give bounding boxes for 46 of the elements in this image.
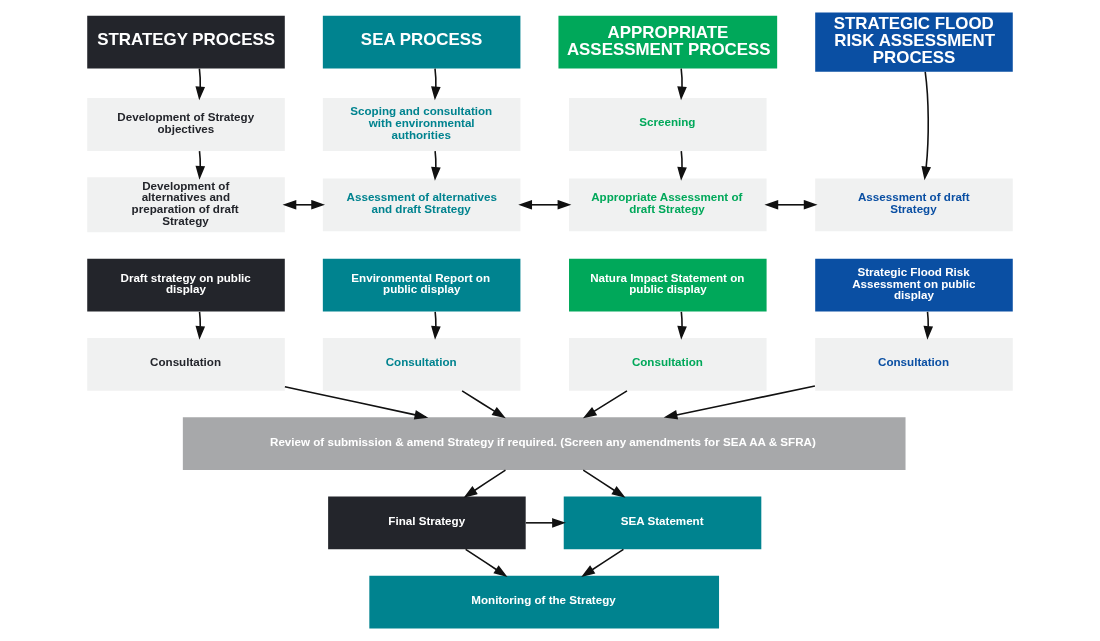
node-box: Strategic Flood Risk Assessment on public display [815,258,1013,312]
arrow [195,311,206,340]
arrow [195,67,206,101]
node-box: Consultation [569,337,767,391]
node-box: Development of Strategy objectives [87,98,285,151]
arrow [431,311,441,340]
node-box: Scoping and consultation with environmental authorities [322,98,521,151]
node-box: Appropriate Assessment of draft Strategy [569,178,767,232]
arrow [464,548,508,577]
node-box: Consultation [815,337,1013,391]
node-box: Natura Impact Statement on public display [569,258,767,312]
node-box: STRATEGY PROCESS [87,15,285,69]
node-box: Assessment of alternatives and draft Strategy [322,178,521,232]
arrow [463,469,507,498]
node-box: Final Strategy [328,496,526,550]
node-box: SEA PROCESS [322,15,521,69]
arrow [764,200,818,210]
arrow [431,67,441,101]
node-box: APPROPRIATE ASSESSMENT PROCESS [558,15,778,69]
arrow [284,386,429,420]
arrow [677,311,687,340]
arrow [923,311,934,340]
node-box: Development of alternatives and preparation of draft Strategy [87,177,285,233]
arrow [195,150,206,180]
arrow [677,67,687,101]
arrow [282,200,325,210]
node-box: Consultation [322,337,521,391]
arrow [677,150,687,181]
arrow [461,390,506,419]
arrow [431,150,441,181]
node-box: Assessment of draft Strategy [815,178,1013,232]
node-box: STRATEGIC FLOOD RISK ASSESSMENT PROCESS [815,12,1013,72]
node-box: Consultation [87,337,285,391]
arrow [582,469,626,498]
node-box: Environmental Report on public display [322,258,521,312]
arrow [663,385,816,420]
node-box: Monitoring of the Strategy [369,575,720,629]
arrow [581,548,625,577]
arrow [582,390,628,419]
arrow [525,518,566,528]
node-box: SEA Statement [563,496,762,550]
node-box: Review of submission & amend Strategy if required. (Screen any amendments for SEA AA & SFRA) [182,417,906,470]
arrow [921,71,931,181]
arrow [518,200,572,210]
node-box: Screening [569,98,767,151]
node-box: Draft strategy on public display [87,258,285,312]
